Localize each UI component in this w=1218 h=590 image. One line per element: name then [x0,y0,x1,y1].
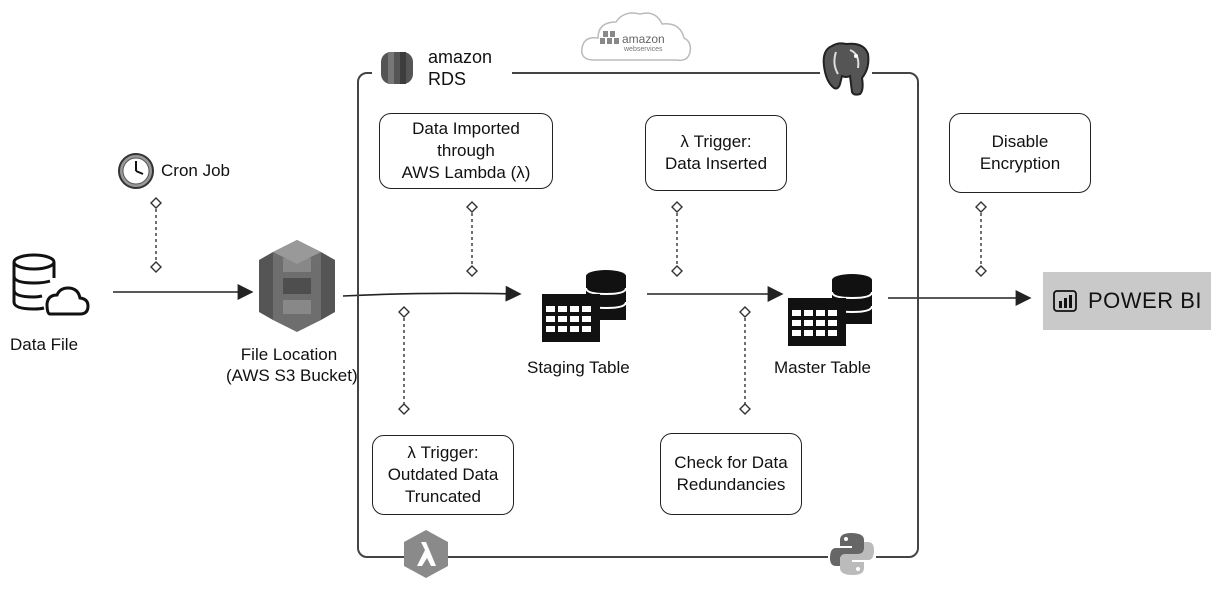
box-disable-encryption-line2: Encryption [979,154,1061,173]
box-check-redundancies-line2: Redundancies [676,475,786,494]
aws-cloud: amazon webservices [580,8,692,66]
python-icon [828,530,876,578]
box-trigger-truncated-line3: Truncated [405,487,481,506]
box-trigger-inserted-line1: λ Trigger: [680,132,752,151]
aws-brand-line1: amazon [622,32,665,46]
clock-icon [118,153,154,189]
box-disable-encryption-line1: Disable [991,132,1049,151]
box-check-redundancies-line1: Check for Data [674,453,788,472]
staging-table-label: Staging Table [527,358,630,377]
arrow-s3-to-staging [342,285,522,302]
power-bi-label: POWER BI [1087,288,1202,313]
rds-header: amazon RDS [372,46,512,90]
rds-boundary [357,72,919,558]
lambda-icon [404,530,448,578]
master-table-label: Master Table [774,358,872,377]
file-location-line1: File Location [240,345,338,364]
data-file-label: Data File [10,335,79,354]
table-database-icon [542,270,627,342]
box-data-imported: Data Imported through AWS Lambda (λ) [379,113,553,189]
rds-brand-line1: amazon [428,47,493,67]
aws-cloud-icon [581,12,692,62]
database-cloud-icon [12,253,90,316]
box-trigger-truncated-line1: λ Trigger: [407,443,479,462]
box-data-imported-line3: AWS Lambda (λ) [401,163,531,182]
aws-brand-line2: webservices [624,46,663,53]
table-database-icon [788,274,873,346]
rds-brand-line2: RDS [428,69,467,89]
cron-job-label: Cron Job [161,161,230,180]
box-disable-encryption: Disable Encryption [949,113,1091,193]
file-location-line2: (AWS S3 Bucket) [226,366,358,385]
rds-icon [381,52,413,84]
box-data-imported-line1: Data Imported [412,119,520,138]
box-data-imported-line2: through [437,141,495,160]
box-trigger-truncated-line2: Outdated Data [387,465,499,484]
power-bi-box: POWER BI [1043,272,1211,330]
box-check-redundancies: Check for Data Redundancies [660,433,802,515]
postgresql-elephant-icon [820,40,872,98]
box-trigger-outdated-truncated: λ Trigger: Outdated Data Truncated [372,435,514,515]
box-trigger-data-inserted: λ Trigger: Data Inserted [645,115,787,191]
power-bi-icon [1053,290,1077,312]
s3-bucket-icon [259,240,335,332]
file-location-label: File Location (AWS S3 Bucket) [226,344,358,386]
box-trigger-inserted-line2: Data Inserted [664,154,768,173]
